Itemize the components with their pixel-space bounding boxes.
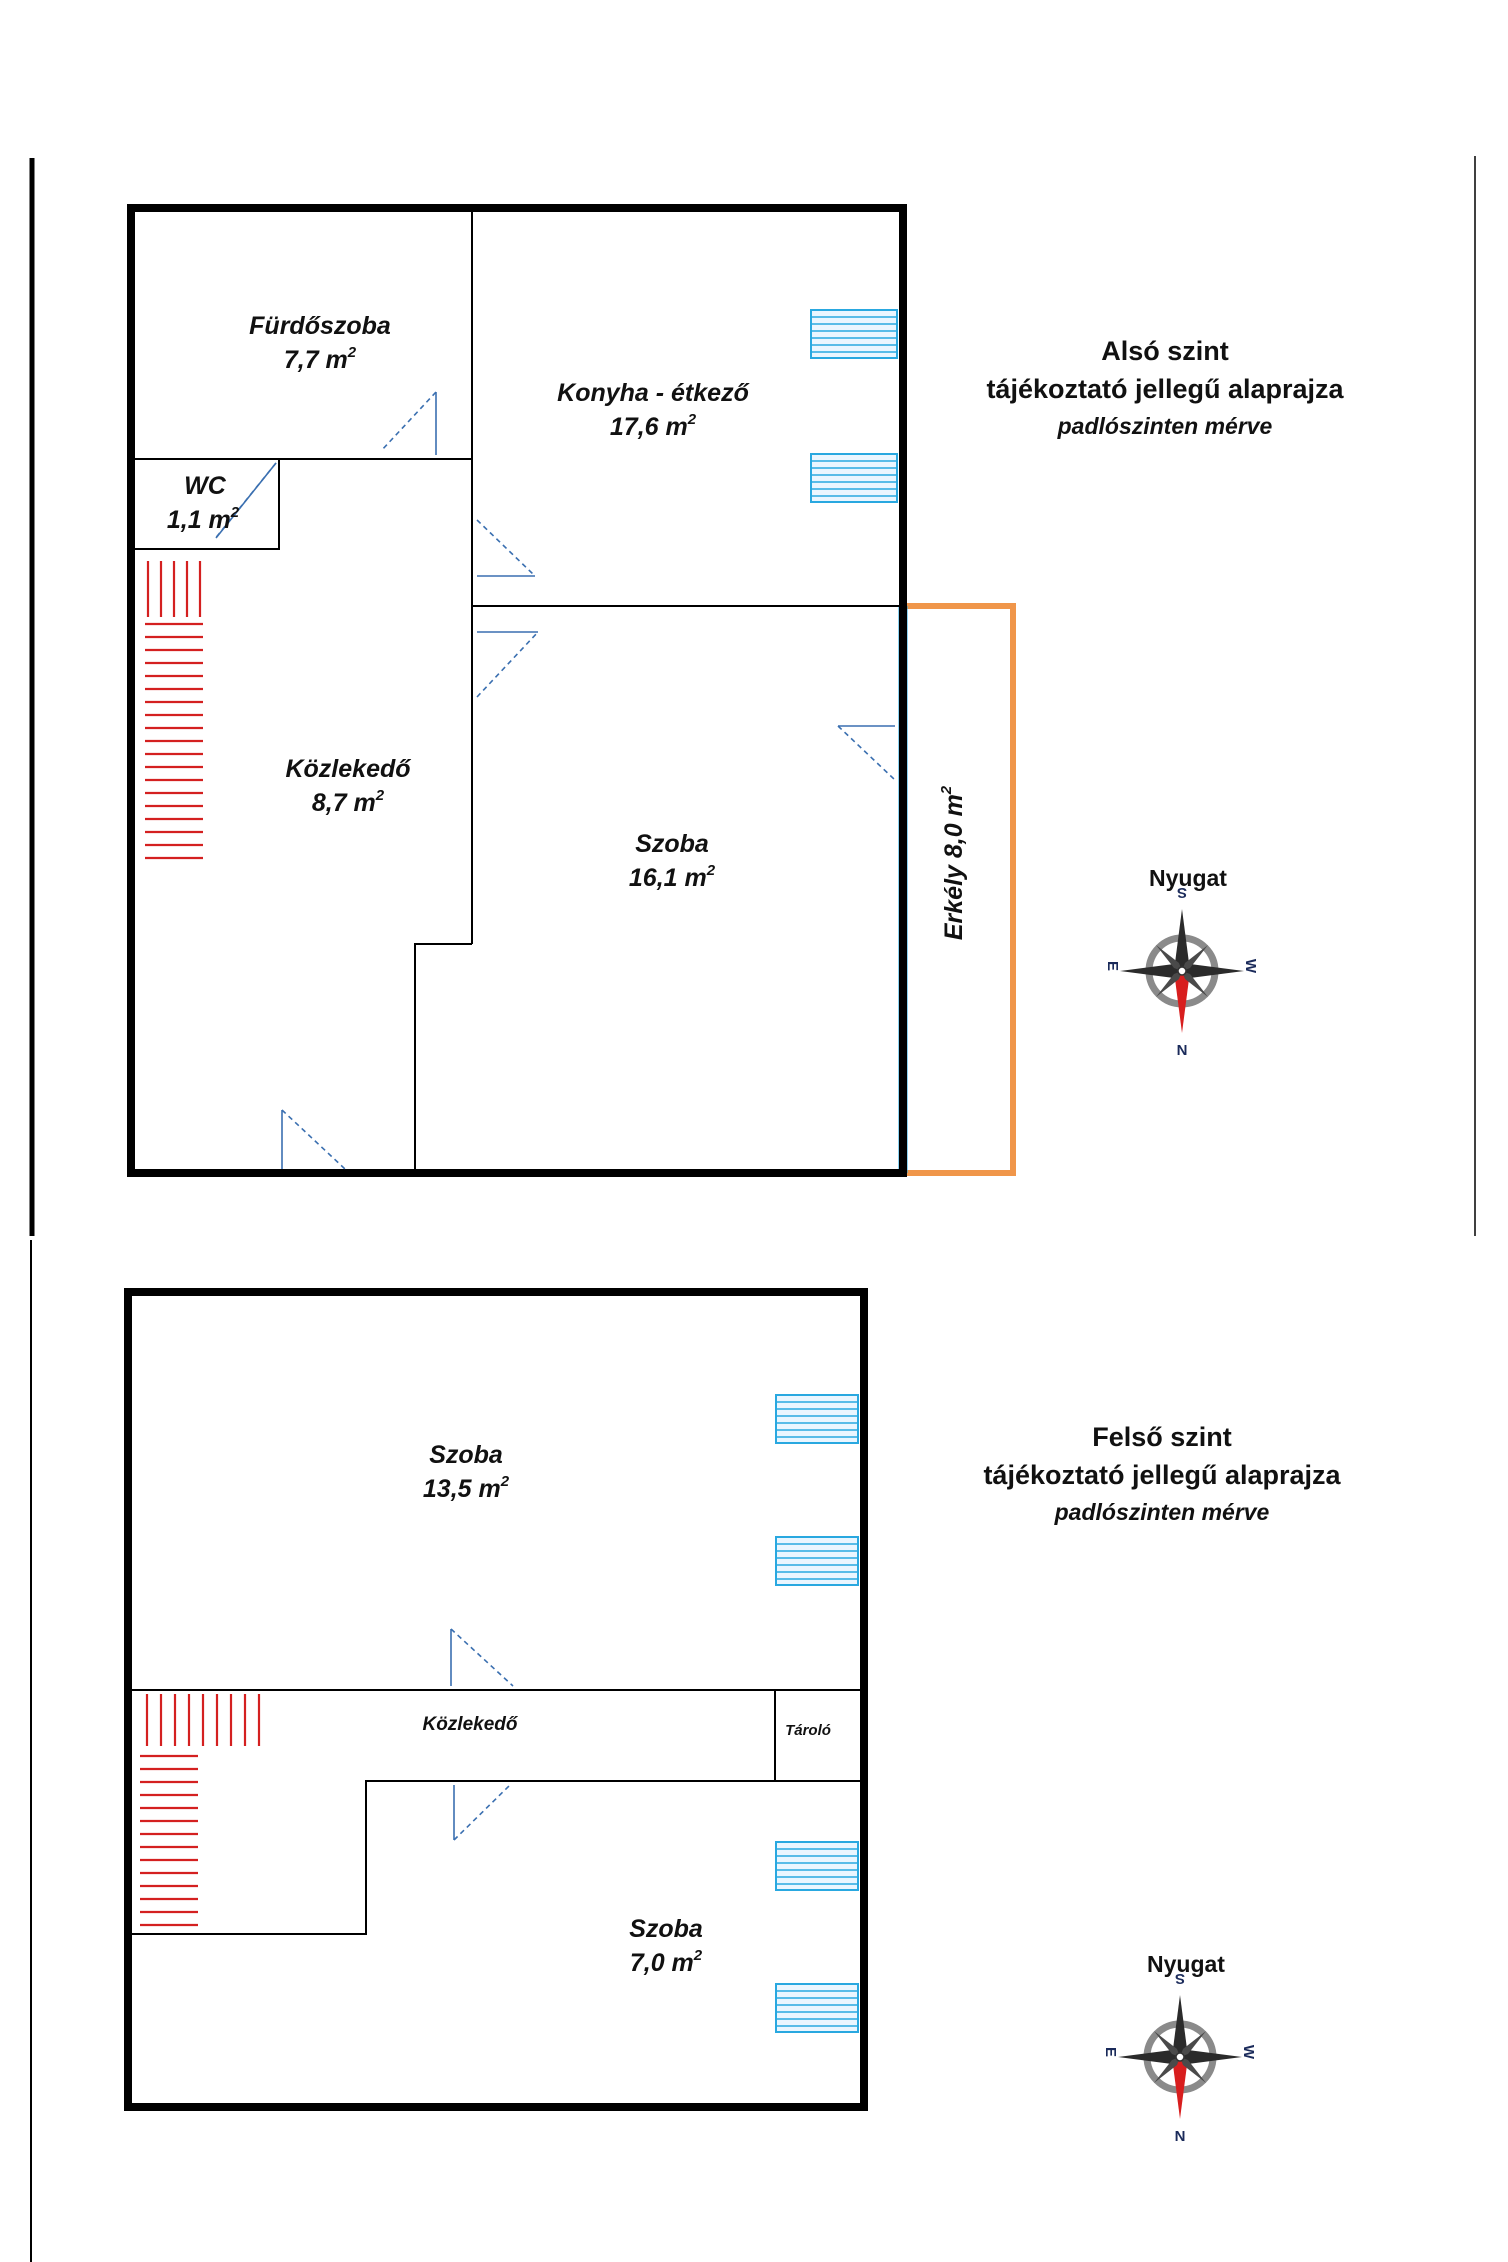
svg-text:S: S (1177, 884, 1187, 901)
room-name-wc: WC (184, 472, 227, 500)
window (775, 1536, 859, 1586)
room-name-kozlekedo: Közlekedő (285, 755, 411, 783)
room-label-erkely: Erkély 8,0 m2 (938, 785, 968, 940)
room-area-furdoszoba: 7,7 m2 (284, 344, 357, 374)
compass-label: Nyugat (1149, 865, 1227, 891)
door (450, 1628, 514, 1687)
svg-text:W: W (1240, 2045, 1257, 2060)
svg-text:E: E (1102, 2047, 1119, 2057)
compass-icon: S N E W (1104, 884, 1259, 1059)
stairs (140, 1694, 261, 1927)
door (453, 1784, 511, 1841)
svg-text:N: N (1177, 1042, 1188, 1059)
door (380, 391, 437, 455)
door (213, 462, 277, 541)
room-name-furdoszoba: Fürdőszoba (249, 312, 391, 340)
room-name-szoba-upper-2: Szoba (629, 1915, 703, 1943)
upper-interior-walls (132, 1689, 860, 1935)
lower-floor-title: Alsó szint (1101, 336, 1229, 366)
room-area-szoba-upper-2: 7,0 m2 (630, 1947, 703, 1977)
upper-floor-note: padlószinten mérve (1054, 1499, 1270, 1525)
compass-label: Nyugat (1147, 1951, 1225, 1977)
upper-floor-title: Felső szint (1092, 1422, 1232, 1452)
lower-floor-subtitle: tájékoztató jellegű alaprajza (986, 374, 1344, 404)
room-name-kozlekedo-upper: Közlekedő (422, 1714, 518, 1735)
stairs (145, 561, 203, 860)
door (476, 631, 539, 698)
window (810, 309, 898, 359)
room-area-kozlekedo: 8,7 m2 (312, 787, 385, 817)
room-name-tarolo: Tároló (785, 1722, 831, 1739)
room-area-szoba: 16,1 m2 (629, 862, 716, 892)
room-area-konyha: 17,6 m2 (610, 411, 697, 441)
room-name-szoba-upper-1: Szoba (429, 1441, 503, 1469)
lower-floor-note: padlószinten mérve (1057, 413, 1273, 439)
room-name-konyha: Konyha - étkező (557, 379, 749, 407)
upper-floor-plan: Szoba 13,5 m2 Közlekedő Tároló Szoba 7,0… (124, 1288, 868, 2111)
window (810, 453, 898, 503)
lower-floor-plan: Fürdőszoba 7,7 m2 Konyha - étkező 17,6 m… (127, 204, 1016, 1177)
svg-text:S: S (1175, 1970, 1185, 1987)
window (775, 1983, 859, 2033)
door (281, 1109, 346, 1170)
window (775, 1394, 859, 1444)
lower-outer-wall (127, 204, 907, 1177)
compass-icon: S N E W (1102, 1970, 1257, 2145)
room-area-wc: 1,1 m2 (167, 504, 240, 534)
window (775, 1841, 859, 1891)
room-name-szoba: Szoba (635, 830, 709, 858)
upper-floor-subtitle: tájékoztató jellegű alaprajza (983, 1460, 1341, 1490)
door (476, 519, 536, 577)
svg-text:E: E (1104, 961, 1121, 971)
svg-text:W: W (1242, 959, 1259, 974)
lower-interior-walls (135, 212, 899, 1169)
room-area-szoba-upper-1: 13,5 m2 (423, 1473, 510, 1503)
svg-text:N: N (1175, 2128, 1186, 2145)
upper-outer-wall (124, 1288, 868, 2111)
door (837, 725, 896, 781)
